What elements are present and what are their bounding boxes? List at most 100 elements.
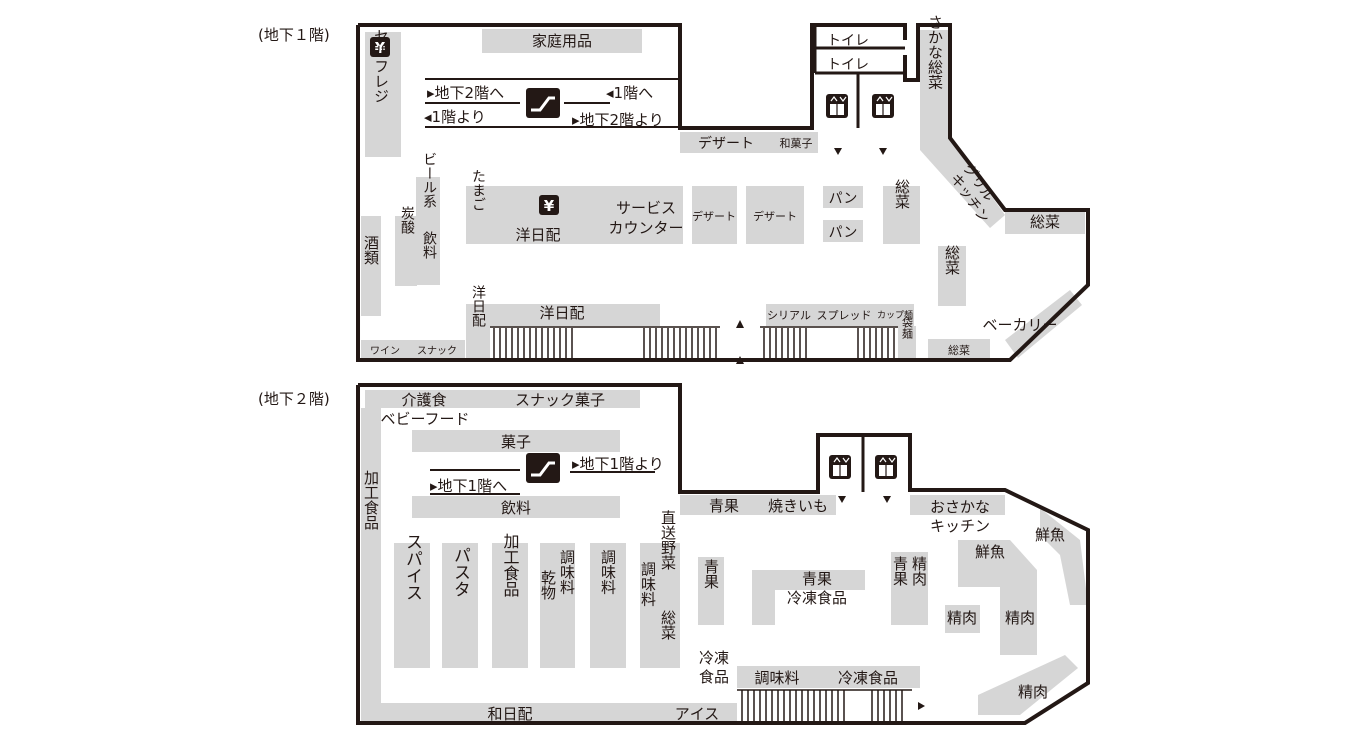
label-ice: アイス <box>675 705 720 723</box>
zone-tansan <box>395 216 417 286</box>
zone-ice <box>659 703 737 723</box>
label-seika-reito-2: 冷凍食品 <box>787 589 847 607</box>
label-seiniku-a: 精肉 <box>947 609 977 627</box>
zone-chomiryo-bottom <box>737 666 817 688</box>
label-spice: スパイス <box>402 533 422 601</box>
label-reito-left-1: 冷凍 <box>699 649 729 667</box>
label-reito-left-2: 食品 <box>699 668 729 686</box>
zone-kaigo <box>365 390 480 408</box>
escalator-lines-b2 <box>430 469 655 495</box>
label-wine: ワイン <box>370 346 400 357</box>
arrow-markers-b2 <box>838 496 925 710</box>
escalator-icon <box>526 88 560 118</box>
zone-pan-b <box>823 220 863 242</box>
label-dessert-a: デザート <box>692 209 736 223</box>
label-cup-men: カップ麺 <box>877 309 913 321</box>
zone-reito-bottom <box>817 666 920 688</box>
label-beer-1: ビール系 <box>421 152 437 208</box>
zone-sengyo-a <box>958 540 1037 655</box>
zone-kako-left <box>361 408 381 708</box>
label-fukuro-men: 袋麺 <box>901 316 914 340</box>
escalator-lines-b1 <box>425 78 680 128</box>
zone-spice <box>394 543 430 668</box>
zone-pan-a <box>823 186 863 208</box>
label-cereal: シリアル <box>767 309 811 322</box>
label-esc-toB1: ▸地下1階へ <box>430 477 507 495</box>
zone-beer <box>416 177 440 285</box>
zone-seika-top <box>680 495 836 515</box>
zone-service <box>615 186 683 244</box>
label-sozai-right: 総菜 <box>1030 213 1060 231</box>
zone-dessert-b <box>746 186 804 244</box>
zone-seiniku-a <box>945 605 980 633</box>
label-esc-from1: ◂1階より <box>424 108 486 126</box>
elevator-icon-1 <box>826 94 848 118</box>
elevator-icon-2 <box>872 94 894 118</box>
zone-sozai-a <box>883 186 920 244</box>
label-wanichihai: 和日配 <box>487 705 532 723</box>
label-inryo: 飲料 <box>501 499 531 517</box>
label-baby: ベビーフード <box>380 410 469 428</box>
wall-b1-outline <box>356 23 1090 362</box>
zone-sozai-b <box>938 246 966 306</box>
zone-snack <box>409 340 465 362</box>
label-sengyo-b: 鮮魚 <box>1035 526 1065 544</box>
label-reito-bottom: 冷凍食品 <box>838 669 898 687</box>
zone-wagashi <box>772 132 818 153</box>
label-chomiryo-b: 調味料 <box>599 550 617 595</box>
zone-chomiryo-b <box>590 543 626 668</box>
floor-label-b1: (地下１階) <box>258 26 330 44</box>
zone-inryo <box>412 496 620 518</box>
zone-cup-men <box>876 304 914 326</box>
label-household: 家庭用品 <box>532 32 592 50</box>
floor-label-b2: (地下２階) <box>258 390 330 408</box>
stairs-b1-right <box>760 326 898 361</box>
elevator-icon-4 <box>875 455 897 479</box>
label-seika-mid: 青果 <box>702 559 720 589</box>
label-kako-left: 加工食品 <box>362 470 380 530</box>
label-pan-a: パン <box>829 191 858 207</box>
zone-spread <box>812 304 876 326</box>
wall-b1-toilets <box>813 25 905 128</box>
zone-household <box>482 29 642 53</box>
label-sozai-b: 総菜 <box>943 245 961 275</box>
label-wagashi: 和菓子 <box>780 137 813 150</box>
zone-yonichihai-bottom <box>490 304 660 326</box>
label-osakana-1: おさかな <box>930 498 990 516</box>
zone-fukuro-men <box>898 326 916 362</box>
zone-pasta <box>442 543 478 668</box>
zone-sengyo-b <box>1040 508 1088 605</box>
label-dessert-top: デザート <box>698 135 754 152</box>
stairs-b1-left <box>490 326 720 361</box>
label-dessert-b: デザート <box>753 209 797 223</box>
zone-seika-reito <box>752 570 865 625</box>
zone-chokuso <box>658 543 680 668</box>
label-esc-fromB1: ▸地下1階より <box>572 455 664 473</box>
zone-tamago <box>466 186 490 244</box>
label-chomiryo-bottom: 調味料 <box>754 669 799 687</box>
label-seika-top: 青果 <box>709 497 739 515</box>
label-sengyo-a: 鮮魚 <box>975 543 1005 561</box>
floor-b1: ¥ ¥ 家庭用品 ▸地下2階へ ◂1階より ◂1階へ ▸地下2階より デザート … <box>356 15 1090 364</box>
label-sozai-a: 総菜 <box>893 179 911 209</box>
label-sozai: 総菜 <box>659 610 677 640</box>
zone-snack-kashi <box>480 390 640 408</box>
floor-b2: 介護食 スナック菓子 ベビーフード 菓子 ▸地下1階より ▸地下1階へ 飲料 青… <box>356 383 1090 725</box>
zone-chomiryo-a <box>557 543 575 668</box>
label-service-1: サービス <box>616 199 676 217</box>
label-tansan: 炭酸 <box>399 206 415 234</box>
label-chomiryo-c: 調味料 <box>639 562 657 607</box>
zone-kanbutsu <box>540 543 557 668</box>
zone-sake <box>361 216 381 316</box>
elevator-icon-3 <box>829 455 851 479</box>
label-kaigo: 介護食 <box>401 391 446 409</box>
label-kako: 加工食品 <box>501 533 520 597</box>
label-seika-right: 青果 <box>891 556 909 586</box>
label-tamago: たまご <box>470 169 486 211</box>
label-yonichihai-center: 洋日配 <box>515 226 560 244</box>
label-sakana-sozai: さかな総菜 <box>926 15 944 90</box>
label-kanbutsu: 乾物 <box>539 570 557 601</box>
wall-b1-top <box>358 23 907 130</box>
label-toilet2: トイレ <box>827 57 869 73</box>
zone-wanichihai <box>361 703 659 723</box>
